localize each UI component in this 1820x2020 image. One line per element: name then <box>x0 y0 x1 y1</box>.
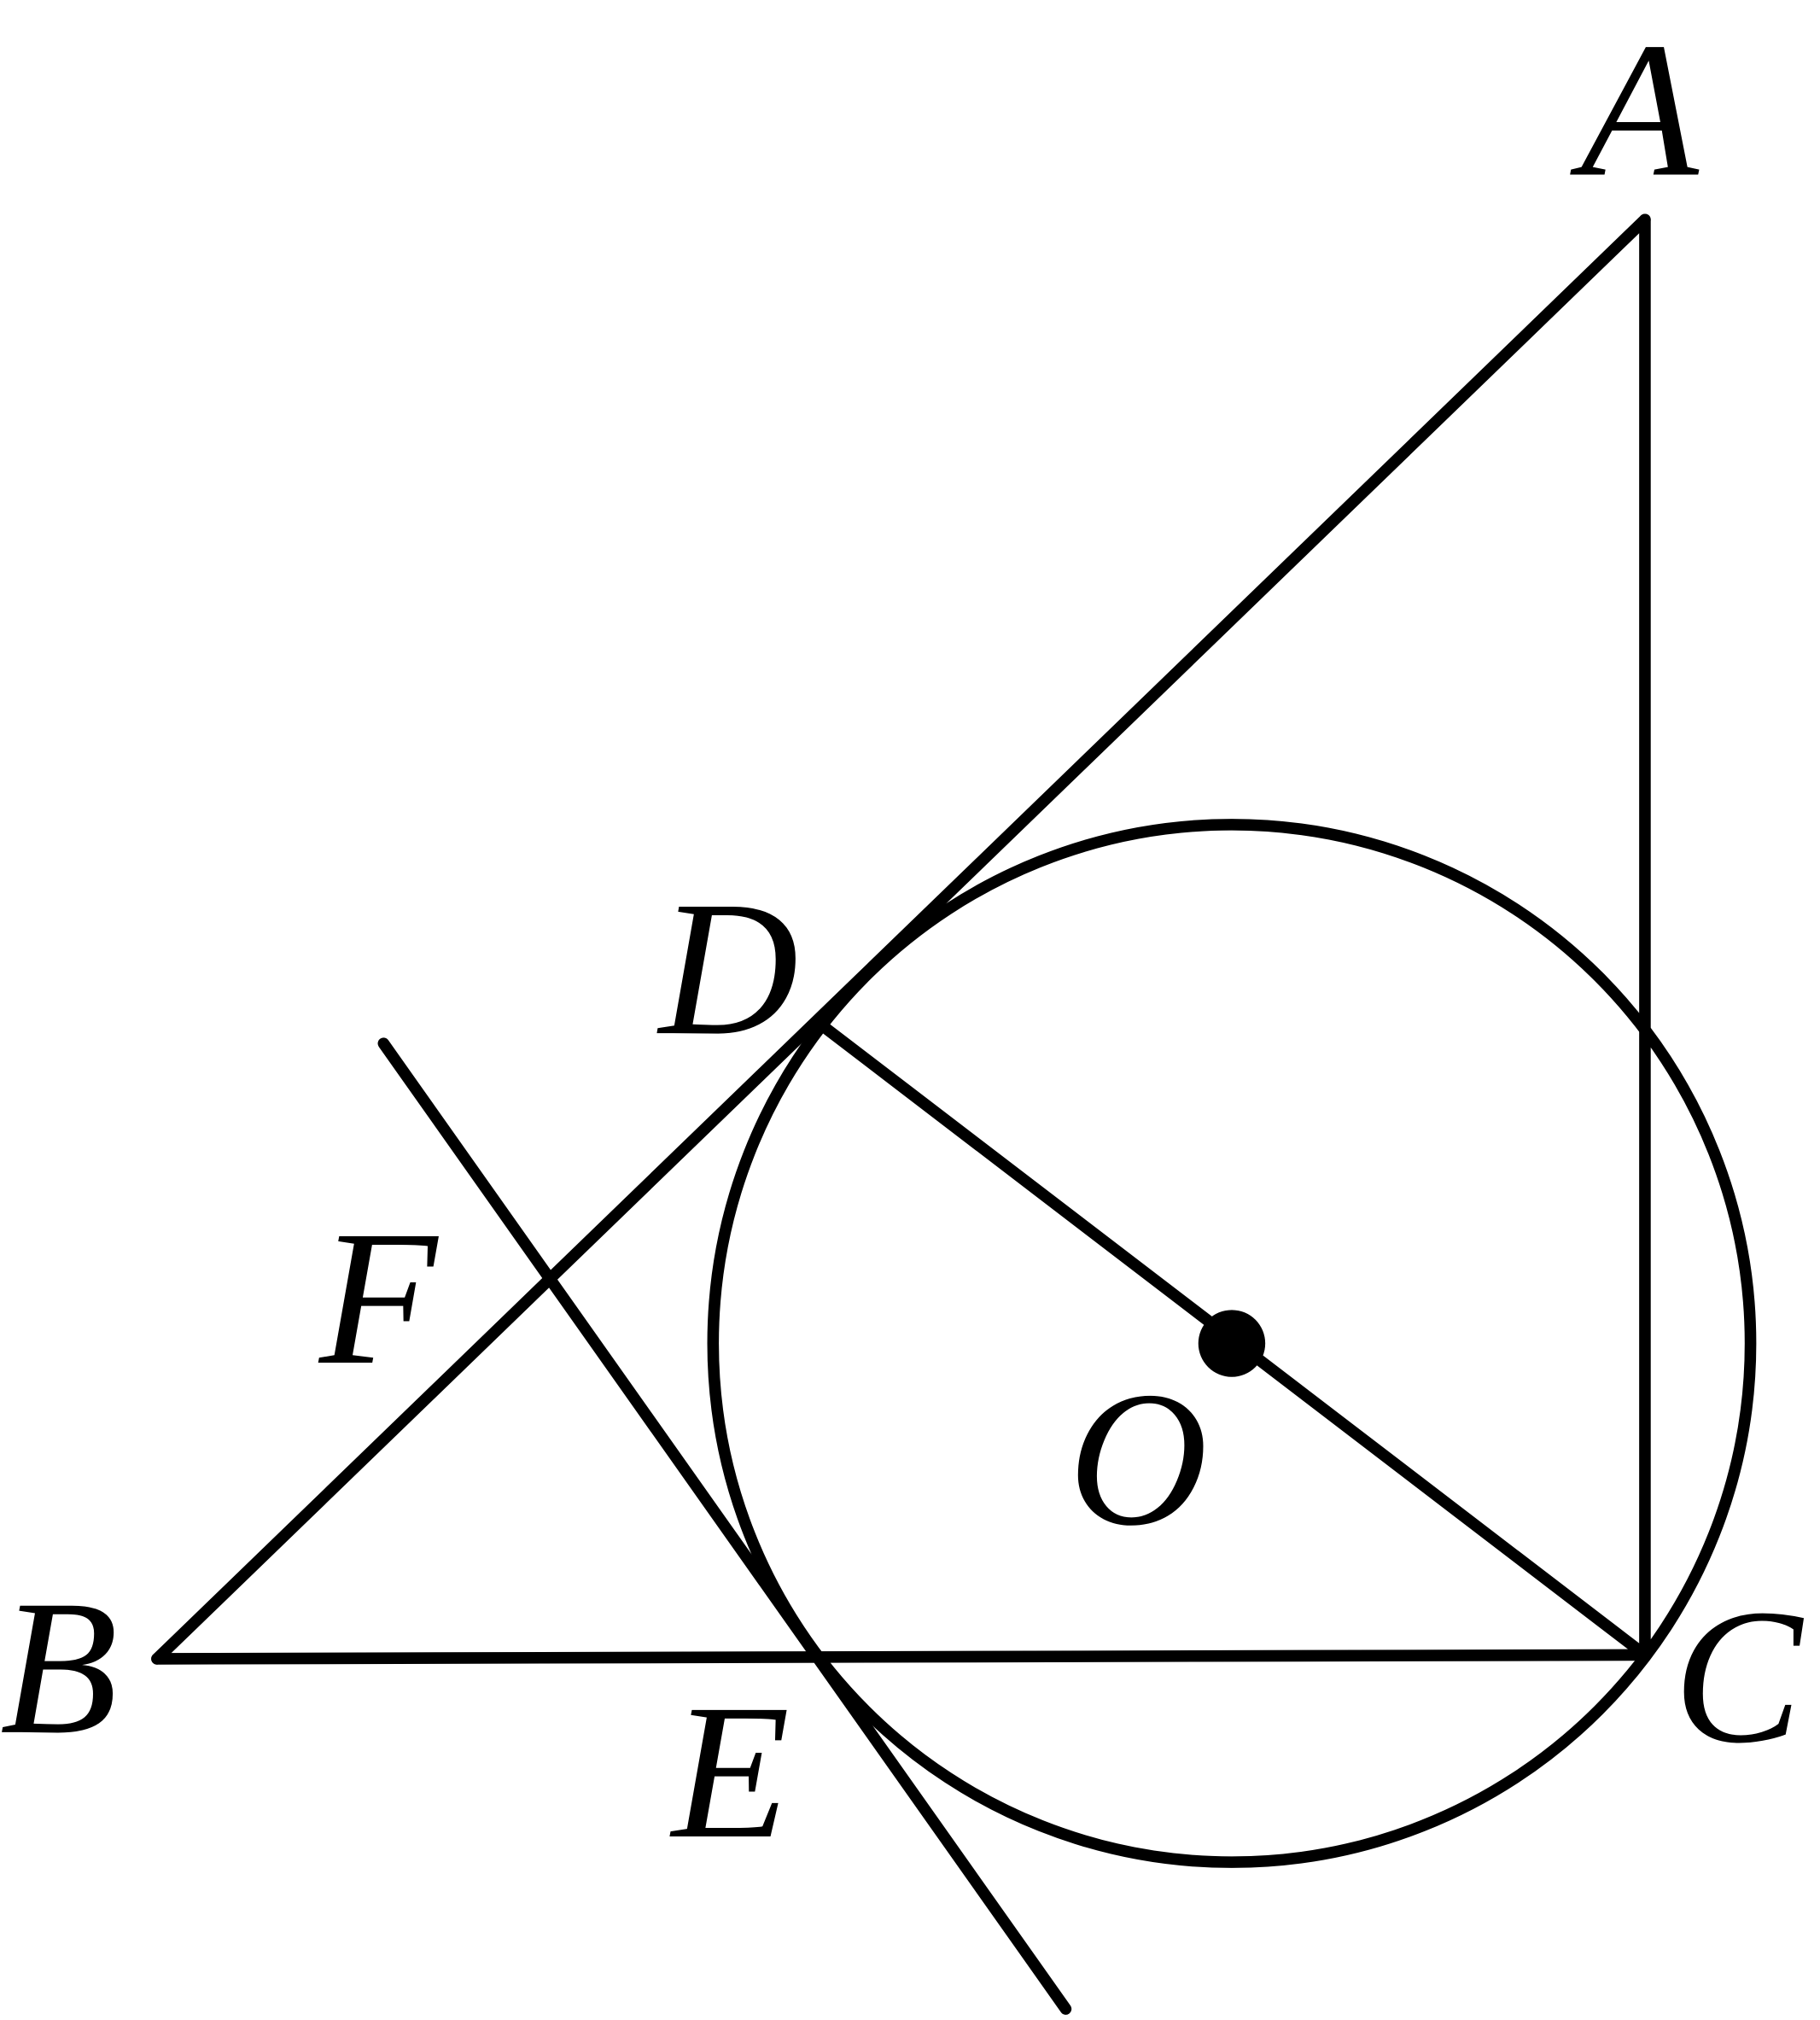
label-B: B <box>0 1560 118 1774</box>
center-point-O <box>1198 1310 1266 1377</box>
line-EF <box>377 1037 1072 2015</box>
label-D: D <box>656 861 798 1075</box>
label-F: F <box>318 1190 440 1404</box>
label-C: C <box>1673 1568 1804 1783</box>
label-O: O <box>1068 1352 1207 1566</box>
circle-O <box>707 819 1757 1868</box>
label-A: A <box>1570 2 1700 216</box>
label-E: E <box>669 1664 790 1878</box>
segment-BC <box>151 1649 1651 1665</box>
